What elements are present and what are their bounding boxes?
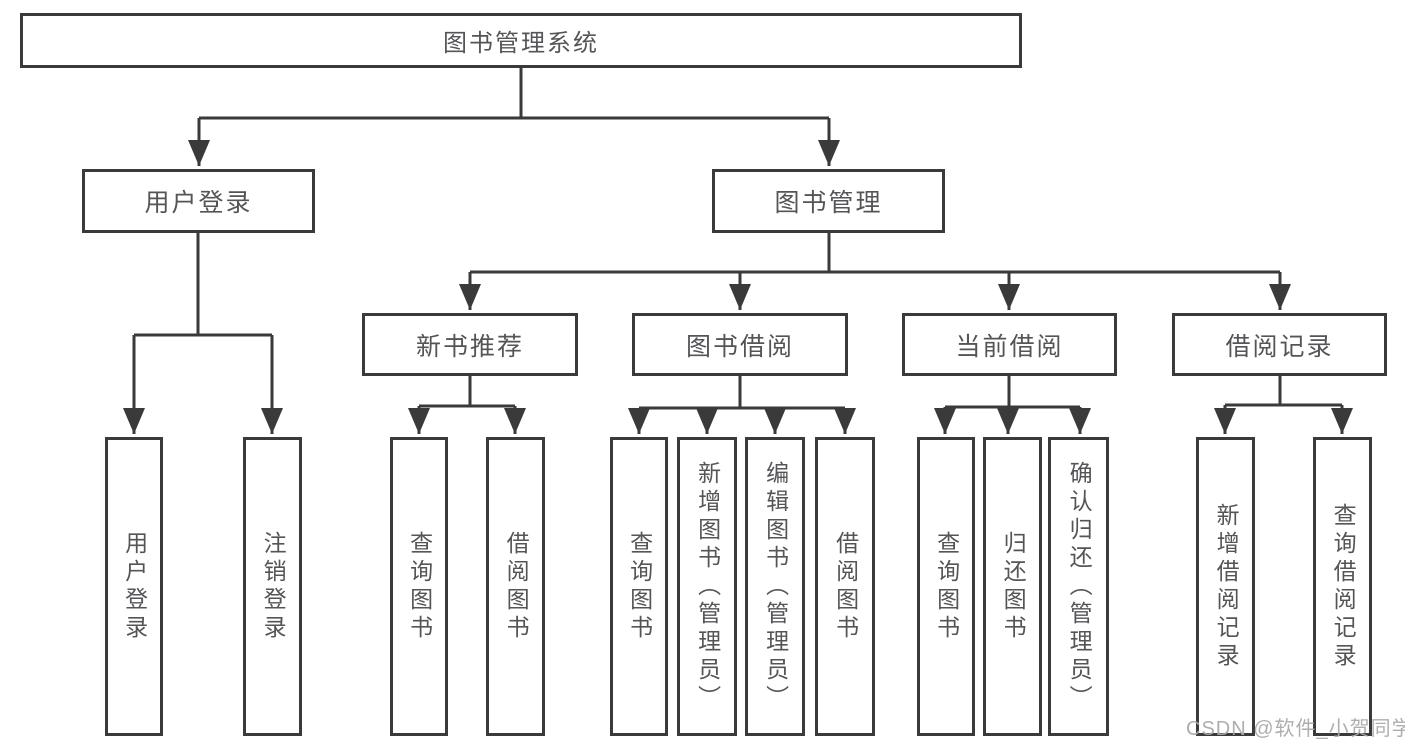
leaf-rec-borrow-books: 借阅图书 — [486, 437, 545, 736]
leaf-bb-add-books-admin-label: 新增图书（管理员） — [694, 460, 721, 713]
connector-borrow-records-stem — [1225, 376, 1342, 407]
leaf-cb-return-books-label: 归还图书 — [1000, 530, 1027, 643]
node-current-borrow: 当前借阅 — [902, 313, 1117, 376]
connector-book-borrow-stem — [639, 376, 845, 410]
leaf-bb-edit-books-admin-label: 编辑图书（管理员） — [762, 460, 789, 713]
leaf-cb-return-books: 归还图书 — [983, 437, 1042, 736]
leaf-bb-edit-books-admin: 编辑图书（管理员） — [745, 437, 805, 736]
node-user-login: 用户登录 — [82, 169, 315, 233]
node-book-management: 图书管理 — [712, 169, 945, 233]
leaf-cb-confirm-return-admin-label: 确认归还（管理员） — [1066, 460, 1093, 713]
leaf-rec-borrow-books-label: 借阅图书 — [503, 530, 530, 643]
leaf-rec-query-books-label: 查询图书 — [406, 530, 433, 643]
leaf-bb-query-books: 查询图书 — [610, 437, 668, 736]
leaf-br-query-record-label: 查询借阅记录 — [1330, 502, 1357, 671]
leaf-user-login-label: 用户登录 — [121, 530, 148, 643]
leaf-bb-borrow-books: 借阅图书 — [815, 437, 875, 736]
leaf-cb-query-books: 查询图书 — [917, 437, 975, 736]
connector-current-borrow-stem — [945, 376, 1080, 409]
node-root-library-system: 图书管理系统 — [20, 13, 1022, 68]
leaf-logout-label: 注销登录 — [260, 530, 287, 643]
leaf-bb-borrow-books-label: 借阅图书 — [832, 530, 859, 643]
leaf-rec-query-books: 查询图书 — [390, 437, 448, 736]
connector-user-login-stem — [134, 233, 272, 337]
leaf-logout: 注销登录 — [243, 437, 302, 736]
connector-new-book-recommend-stem — [419, 376, 515, 408]
csdn-watermark: CSDN @软件_小贺同学 — [1186, 718, 1405, 740]
leaf-bb-add-books-admin: 新增图书（管理员） — [677, 437, 737, 736]
leaf-br-query-record: 查询借阅记录 — [1313, 437, 1372, 736]
connector-root-stem — [199, 68, 829, 120]
node-borrow-records: 借阅记录 — [1172, 313, 1387, 376]
node-new-book-recommend: 新书推荐 — [362, 313, 578, 376]
connector-book-management-stem — [470, 233, 1280, 274]
leaf-cb-query-books-label: 查询图书 — [933, 530, 960, 643]
leaf-bb-query-books-label: 查询图书 — [626, 530, 653, 643]
node-book-borrow: 图书借阅 — [632, 313, 848, 376]
leaf-cb-confirm-return-admin: 确认归还（管理员） — [1048, 437, 1109, 736]
leaf-user-login: 用户登录 — [105, 437, 163, 736]
leaf-br-add-record: 新增借阅记录 — [1196, 437, 1255, 736]
leaf-br-add-record-label: 新增借阅记录 — [1213, 502, 1240, 671]
